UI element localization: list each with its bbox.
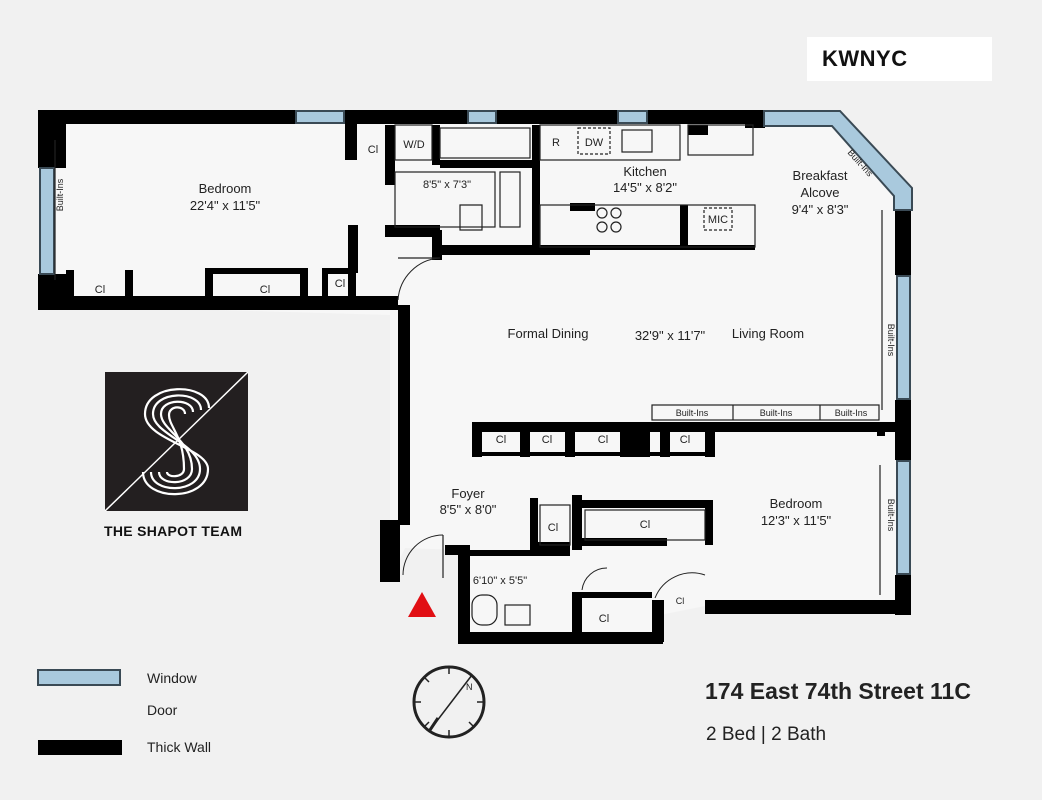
kitchen-name: Kitchen <box>623 164 666 179</box>
dishwasher-label: DW <box>585 137 604 149</box>
legend-window-swatch <box>37 669 121 686</box>
living-name: Living Room <box>732 326 804 341</box>
brand-logo-text: KWNYC <box>807 37 992 81</box>
walls <box>38 110 911 644</box>
breakfast-name1: Breakfast <box>793 168 848 183</box>
bedroom2-dims: 12'3" x 11'5" <box>761 513 832 528</box>
washer-dryer-label: W/D <box>403 139 424 151</box>
builtins-label: Built-Ins <box>835 408 868 418</box>
closet-label: Cl <box>598 434 608 446</box>
legend-wall-swatch <box>38 740 122 755</box>
builtins-label: Built-Ins <box>760 408 793 418</box>
closet-label: Cl <box>640 519 650 531</box>
closet-label: Cl <box>542 434 552 446</box>
closet-label: Cl <box>599 613 609 625</box>
interior-lines <box>54 124 883 626</box>
breakfast-dims: 9'4" x 8'3" <box>792 202 849 217</box>
windows <box>39 110 913 575</box>
closet-label: Cl <box>260 284 270 296</box>
bedroom1-name: Bedroom <box>199 181 252 196</box>
refrigerator-label: R <box>552 137 560 149</box>
closet-label: Cl <box>676 596 685 606</box>
builtins-label: Built-Ins <box>676 408 709 418</box>
living-dims: 32'9" x 11'7" <box>635 328 706 343</box>
team-logo-icon <box>105 372 248 511</box>
builtins-label: Built-Ins <box>886 499 896 532</box>
bedroom1-dims: 22'4" x 11'5" <box>190 198 261 213</box>
closet-label: Cl <box>548 522 558 534</box>
kitchen-dims: 14'5" x 8'2" <box>613 180 677 195</box>
bedroom2-name: Bedroom <box>770 496 823 511</box>
bath2-dims: 6'10" x 5'5" <box>473 575 527 587</box>
bath1-dims: 8'5" x 7'3" <box>423 179 471 191</box>
builtins-label: Built-Ins <box>55 178 65 211</box>
closet-label: Cl <box>368 144 378 156</box>
microwave-label: MIC <box>708 214 728 226</box>
svg-text:N: N <box>466 682 473 692</box>
closet-label: Cl <box>496 434 506 446</box>
compass-icon: N <box>412 665 486 739</box>
closet-label: Cl <box>335 278 345 290</box>
foyer-name: Foyer <box>451 486 485 501</box>
dining-name: Formal Dining <box>508 326 589 341</box>
legend-window-label: Window <box>147 670 197 686</box>
foyer-dims: 8'5" x 8'0" <box>440 502 497 517</box>
legend-door-label: Door <box>147 702 178 718</box>
team-name: THE SHAPOT TEAM <box>104 523 243 539</box>
closet-label: Cl <box>95 284 105 296</box>
entry-marker <box>408 592 436 617</box>
breakfast-name2: Alcove <box>800 185 839 200</box>
listing-address: 174 East 74th Street 11C <box>705 678 971 704</box>
builtins-label: Built-Ins <box>886 324 896 357</box>
legend-wall-label: Thick Wall <box>147 739 212 755</box>
listing-bed-bath: 2 Bed | 2 Bath <box>706 724 827 745</box>
closet-label: Cl <box>680 434 690 446</box>
